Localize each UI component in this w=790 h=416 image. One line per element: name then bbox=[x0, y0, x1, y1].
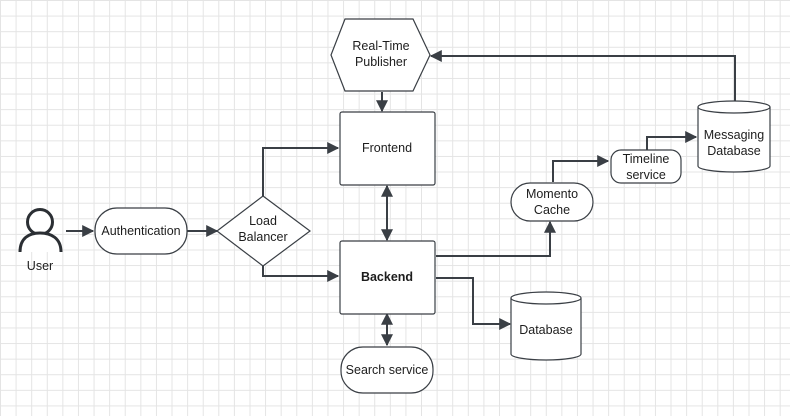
edge-loadbalancer-backend bbox=[262, 266, 340, 282]
user-node: User bbox=[18, 208, 63, 273]
search-service-node: Search service bbox=[340, 346, 434, 394]
timeline-service-label-line2: service bbox=[626, 168, 666, 182]
realtime-publisher-label-line1: Real-Time bbox=[352, 39, 409, 53]
authentication-label: Authentication bbox=[101, 224, 180, 238]
frontend-label: Frontend bbox=[362, 141, 412, 155]
cylinder-icon bbox=[510, 291, 582, 361]
edges bbox=[66, 50, 736, 347]
momento-cache-label-line2: Cache bbox=[534, 203, 570, 217]
cylinder-icon bbox=[697, 100, 771, 173]
load-balancer-label-line1: Load bbox=[249, 214, 277, 228]
realtime-publisher-node: Real-Time Publisher bbox=[330, 18, 431, 92]
backend-label: Backend bbox=[361, 270, 413, 284]
timeline-service-node: Timeline service bbox=[610, 149, 682, 184]
frontend-node: Frontend bbox=[339, 111, 436, 186]
database-node: Database bbox=[510, 291, 582, 361]
database-label: Database bbox=[519, 323, 573, 337]
search-service-label: Search service bbox=[346, 363, 429, 377]
backend-node: Backend bbox=[339, 240, 436, 315]
edge-backend-momento bbox=[436, 220, 556, 257]
realtime-publisher-label-line2: Publisher bbox=[355, 55, 407, 69]
edge-timeline-messaging bbox=[646, 131, 698, 150]
momento-cache-node: Momento Cache bbox=[510, 182, 594, 222]
timeline-service-label-line1: Timeline bbox=[623, 152, 670, 166]
person-icon bbox=[18, 208, 63, 253]
edge-loadbalancer-frontend bbox=[262, 142, 340, 196]
messaging-database-label-line1: Messaging bbox=[704, 128, 764, 142]
load-balancer-node: Load Balancer bbox=[216, 195, 312, 267]
user-label: User bbox=[27, 259, 53, 273]
edge-momento-timeline bbox=[552, 155, 610, 182]
edge-messaging-publisher bbox=[429, 50, 736, 102]
messaging-database-label-line2: Database bbox=[707, 144, 761, 158]
momento-cache-label-line1: Momento bbox=[526, 187, 578, 201]
load-balancer-label-line2: Balancer bbox=[238, 230, 287, 244]
authentication-node: Authentication bbox=[94, 207, 188, 255]
messaging-database-node: Messaging Database bbox=[697, 100, 771, 173]
edge-backend-database bbox=[436, 277, 512, 330]
